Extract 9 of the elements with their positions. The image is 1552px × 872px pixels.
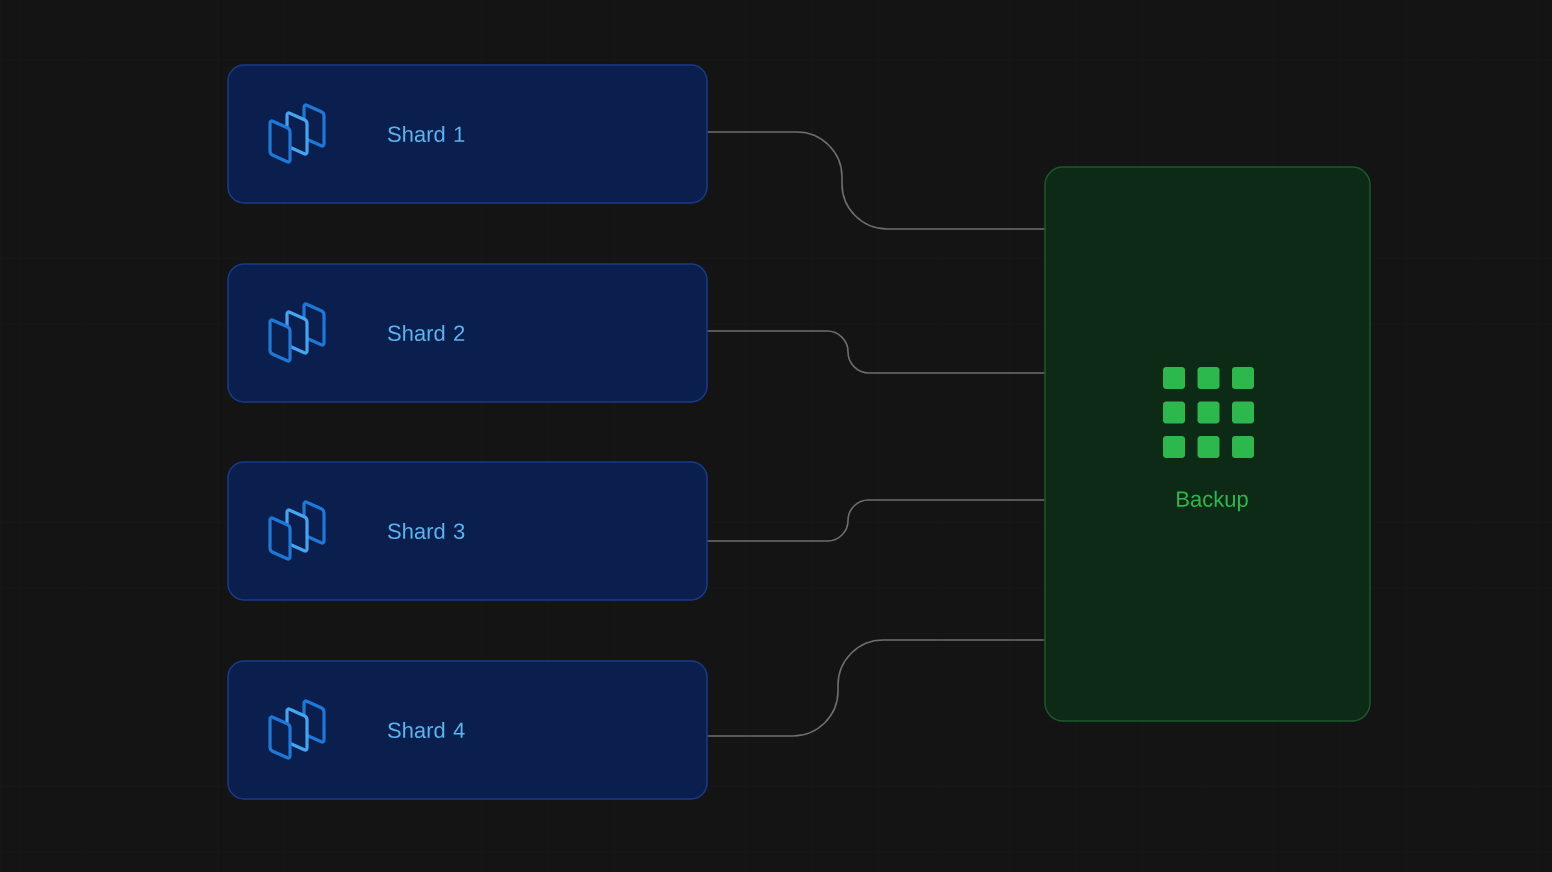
connector-line [706, 131, 1046, 230]
connector-line [706, 499, 1046, 542]
connector-line [706, 330, 1046, 374]
backup-box: Backup [1044, 166, 1371, 722]
shard-box: Shard 4 [227, 660, 708, 800]
shard-box: Shard 1 [227, 64, 708, 204]
shard-box: Shard 3 [227, 461, 708, 601]
connector-line [706, 639, 1046, 737]
shard-box: Shard 2 [227, 263, 708, 403]
